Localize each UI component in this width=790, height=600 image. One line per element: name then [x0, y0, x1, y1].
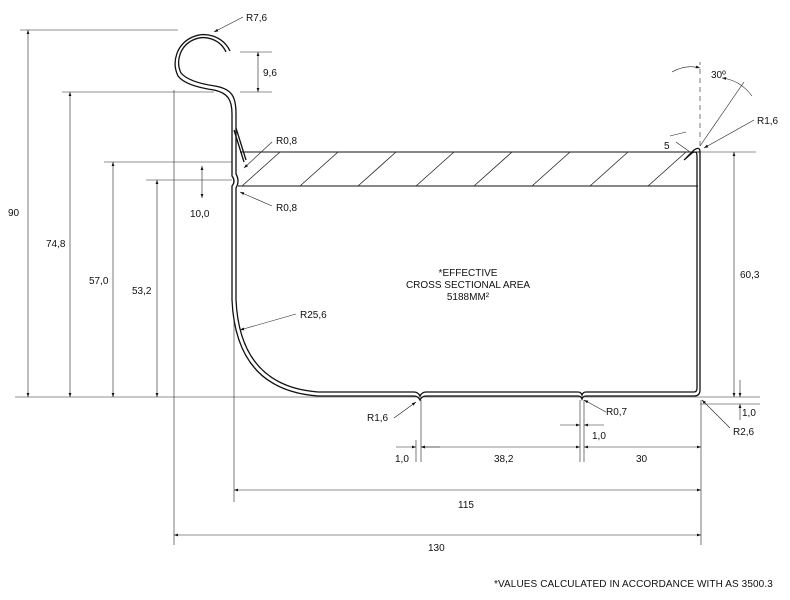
radius-bottom-left-notch: R1,6 [367, 413, 389, 424]
area-line-2: CROSS SECTIONAL AREA [406, 280, 530, 291]
dim-span-30: 30 [636, 454, 648, 465]
radius-front-bottom: R2,6 [733, 427, 755, 438]
dim-height-57: 57,0 [89, 276, 109, 287]
extension-lines [15, 29, 760, 545]
dim-height-53: 53,2 [132, 286, 152, 297]
dim-span-38: 38,2 [494, 454, 514, 465]
gutter-profile [174, 34, 701, 402]
dimension-labels: 90 74,8 57,0 53,2 9,6 10,0 60,3 1,0 1,0 … [8, 13, 779, 554]
dim-bead-drop: 9,6 [263, 68, 277, 79]
radius-front-top: R1,6 [757, 116, 779, 127]
dim-lip-5: 5 [664, 141, 670, 152]
area-note: *EFFECTIVE CROSS SECTIONAL AREA 5188MM² [406, 268, 530, 303]
radius-bead: R7,6 [246, 13, 268, 24]
dim-bottom-step-mid: 1,0 [592, 431, 606, 442]
dim-lip-gap: 10,0 [190, 209, 210, 220]
radius-lower-notch: R0,8 [276, 203, 298, 214]
angle-label: 30º [711, 70, 726, 81]
horizontal-dimensions [174, 423, 701, 537]
vertical-dimensions [26, 30, 742, 420]
dim-overall-height: 90 [8, 208, 20, 219]
area-line-3: 5188MM² [447, 292, 490, 303]
leader-lines [213, 16, 755, 429]
radius-back-curve: R25,6 [300, 310, 327, 321]
hatched-band [238, 151, 700, 187]
dim-bottom-step: 1,0 [742, 408, 756, 419]
area-line-1: *EFFECTIVE [439, 268, 498, 279]
dim-bottom-step-left: 1,0 [395, 454, 409, 465]
dim-width-115: 115 [458, 500, 474, 511]
dim-right-height: 60,3 [740, 270, 760, 281]
dim-height-74: 74,8 [46, 239, 66, 250]
radius-bottom-mid-notch: R0,7 [606, 407, 628, 418]
footnote: *VALUES CALCULATED IN ACCORDANCE WITH AS… [494, 579, 773, 590]
angle-indicator [671, 62, 753, 147]
dim-width-130: 130 [428, 543, 445, 554]
radius-upper-notch: R0,8 [276, 136, 298, 147]
